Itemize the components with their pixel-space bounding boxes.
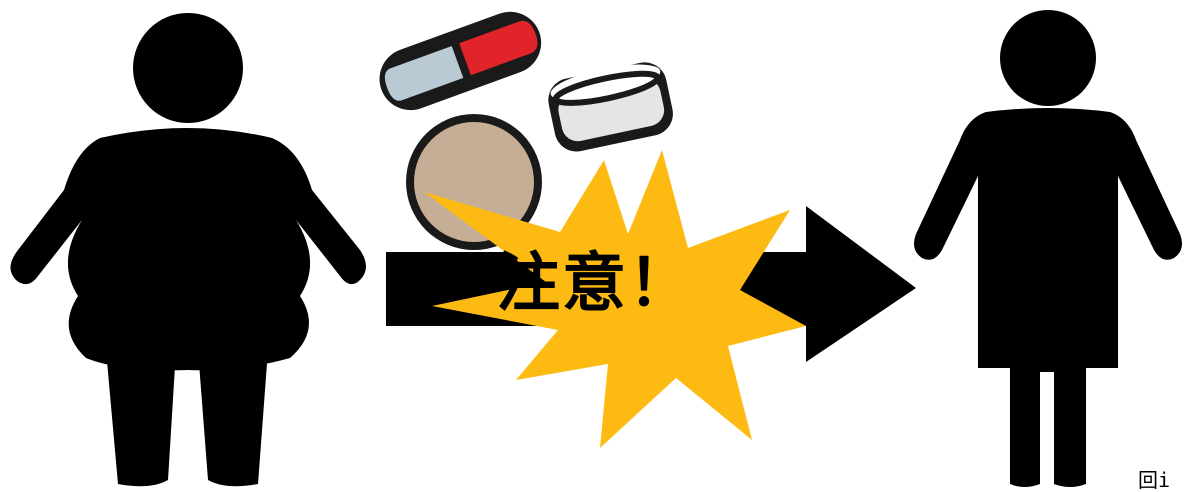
explosion-burst-icon <box>424 150 806 448</box>
round-tablet-icon <box>406 114 542 250</box>
slim-person-icon <box>914 10 1182 487</box>
caution-label: 注意！ <box>496 247 694 321</box>
flat-tablet-icon <box>548 62 673 152</box>
qr-code-icon: 回i <box>1138 468 1171 492</box>
overweight-person-icon <box>10 13 366 487</box>
capsule-icon <box>379 11 542 111</box>
